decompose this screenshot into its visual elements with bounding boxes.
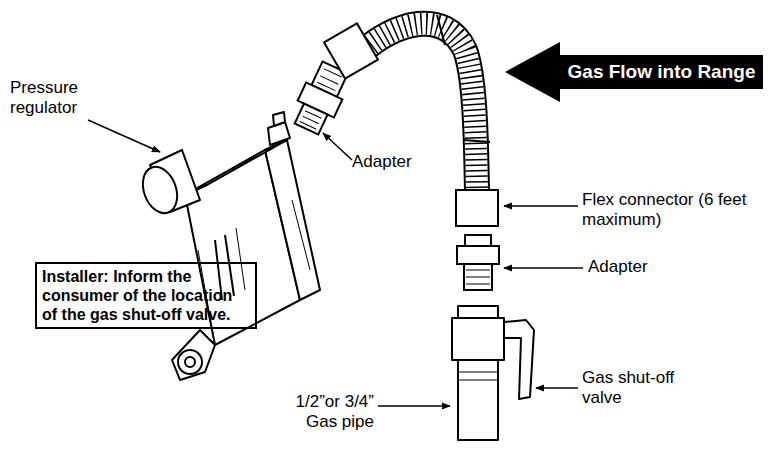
regulator-drawing	[178, 350, 202, 374]
adapter-drawing	[457, 246, 499, 264]
flow-arrow: Gas Flow into Range	[505, 42, 763, 102]
regulator-drawing	[225, 235, 234, 296]
regulator-drawing	[137, 112, 320, 380]
part-label: Flex connector (6 feet maximum)	[582, 190, 766, 230]
flex-connector-drawing	[456, 190, 498, 226]
valve-drawing	[452, 306, 534, 440]
flow-label: Gas Flow into Range	[568, 62, 756, 82]
leader-line	[88, 120, 160, 152]
leader-line	[504, 205, 578, 207]
note-box: Installer: Inform the consumer of the lo…	[35, 262, 257, 329]
valve-drawing	[458, 372, 498, 380]
arrow-text-holder: Gas Flow into Range	[560, 55, 763, 89]
flex-connector-drawing	[324, 15, 498, 226]
adapter-drawing	[466, 270, 490, 284]
regulator-drawing	[268, 122, 290, 145]
adapter-drawing	[299, 69, 342, 130]
flex-connector-drawing	[324, 23, 378, 78]
regulator-drawing	[185, 357, 195, 367]
valve-drawing	[452, 318, 504, 360]
regulator-drawing	[265, 140, 320, 300]
regulator-drawing	[273, 112, 285, 126]
leader-line	[536, 387, 578, 389]
regulator-drawing	[185, 140, 287, 195]
flex-connector-drawing	[437, 15, 490, 142]
leader-line	[504, 267, 583, 269]
part-label: Adapter	[352, 152, 442, 172]
leader-line	[378, 405, 450, 407]
adapter-drawing	[295, 104, 328, 135]
arrow-shape	[505, 42, 763, 102]
leader-line	[323, 133, 352, 160]
part-label: Pressure regulator	[10, 78, 102, 118]
regulator-drawing	[236, 228, 245, 290]
regulator-drawing	[137, 162, 183, 218]
valve-drawing	[504, 320, 534, 399]
regulator-drawing	[172, 330, 215, 380]
regulator-drawing	[292, 200, 310, 270]
adapter-drawing	[465, 235, 491, 246]
part-label: Gas shut-off valve	[582, 368, 694, 408]
valve-drawing	[458, 306, 498, 318]
adapter-drawing	[457, 235, 499, 290]
note-text: Installer: Inform the consumer of the lo…	[42, 267, 250, 324]
part-label: Adapter	[588, 257, 678, 277]
adapter-drawing	[464, 264, 492, 290]
valve-drawing	[458, 360, 498, 440]
part-label: 1/2”or 3/4” Gas pipe	[262, 392, 374, 432]
